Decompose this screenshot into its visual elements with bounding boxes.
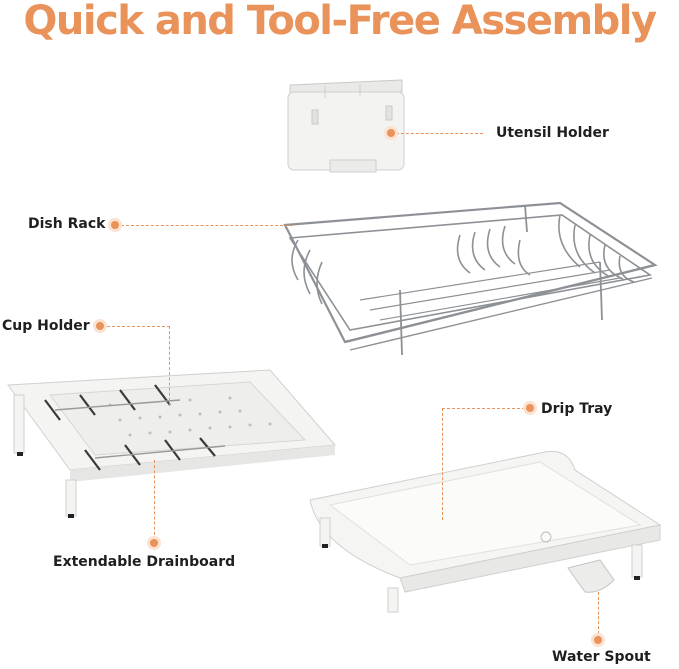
label-water-spout: Water Spout: [552, 649, 651, 665]
cup-holder-dot: [96, 322, 104, 330]
dish-rack-image: [283, 201, 658, 356]
page-title: Quick and Tool-Free Assembly: [23, 0, 657, 44]
dish-rack-dot: [111, 221, 119, 229]
label-utensil-holder: Utensil Holder: [496, 125, 609, 141]
drip-tray-leader-h: [442, 408, 530, 409]
dish-rack-leader: [121, 225, 293, 226]
label-drip-tray: Drip Tray: [541, 401, 613, 417]
cup-holder-leader-h: [102, 326, 170, 327]
cup-holder-leader-v: [169, 326, 170, 406]
drainboard-leader: [154, 460, 155, 540]
drip-tray-dot: [526, 404, 534, 412]
drainboard-image: [7, 369, 337, 518]
water-spout-dot: [594, 636, 602, 644]
utensil-holder-image: [287, 79, 405, 173]
label-cup-holder: Cup Holder: [2, 318, 90, 334]
drip-tray-image: [309, 450, 662, 613]
water-spout-leader: [598, 592, 599, 634]
label-dish-rack: Dish Rack: [28, 216, 106, 232]
utensil-holder-dot: [387, 129, 395, 137]
label-extendable-drainboard: Extendable Drainboard: [53, 554, 236, 570]
drainboard-dot: [150, 539, 158, 547]
utensil-holder-leader: [391, 133, 483, 134]
drip-tray-leader-v: [442, 408, 443, 520]
